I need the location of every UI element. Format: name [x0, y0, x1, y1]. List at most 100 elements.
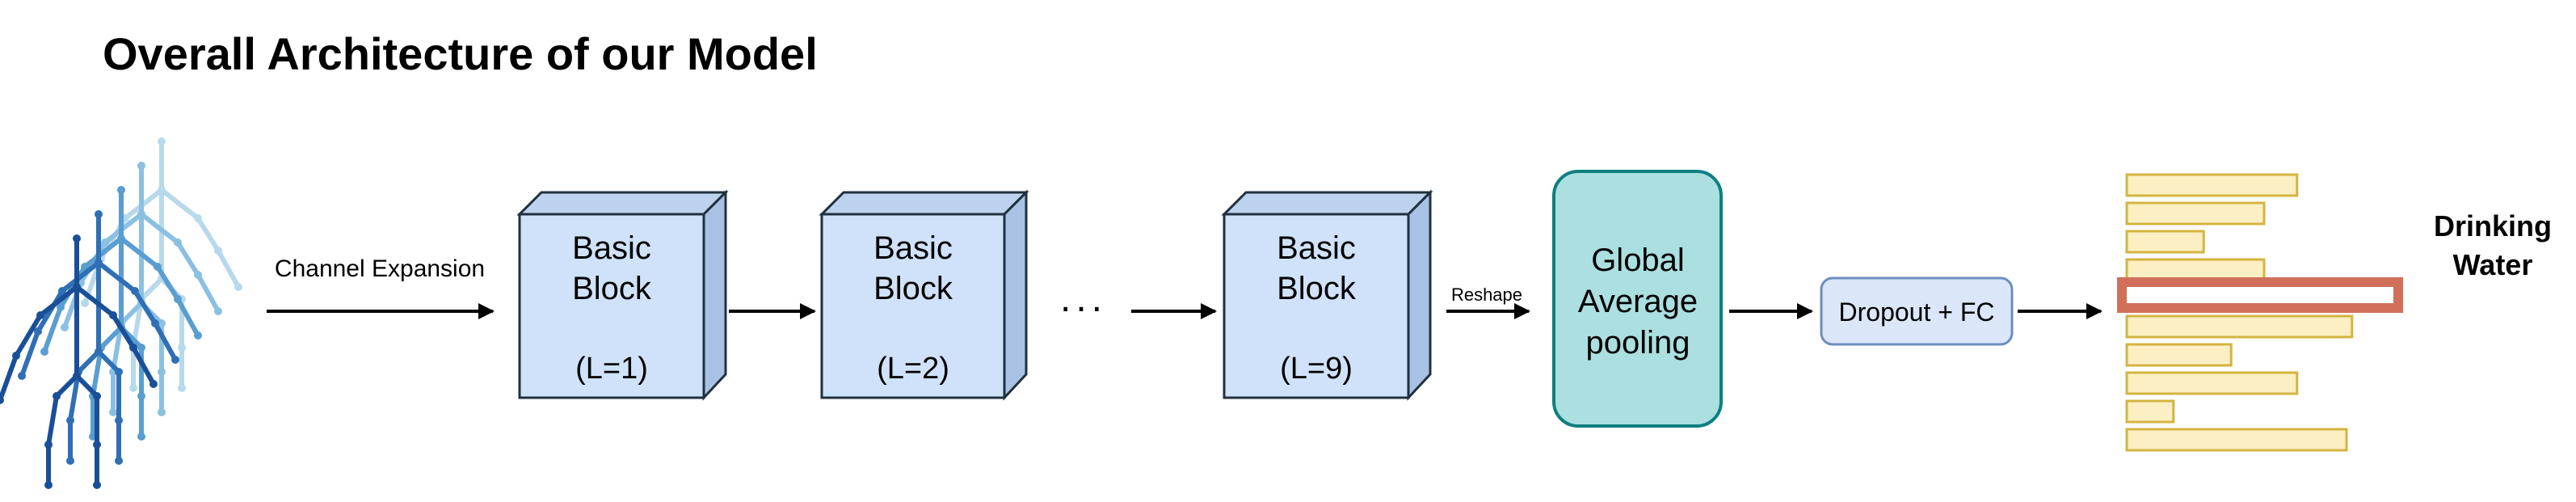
skeleton-joint — [137, 392, 145, 400]
skeleton-joint — [66, 416, 74, 424]
skeleton-joint — [214, 307, 222, 315]
block-label-line1: Basic — [1277, 230, 1356, 266]
skeleton-bone — [196, 216, 221, 253]
skeleton-joint — [66, 457, 74, 465]
skeleton-joint — [95, 348, 103, 356]
cube-side-face — [1407, 189, 1432, 401]
skeleton-joint — [115, 368, 123, 376]
skeleton-joint — [234, 283, 242, 291]
reshape-edge: Reshape — [1446, 285, 1530, 319]
class-score-bars — [2117, 173, 2403, 452]
skeleton-bone — [96, 349, 121, 374]
skeleton-bone — [175, 240, 200, 277]
skeleton-bone — [153, 321, 178, 362]
skeleton-joint — [178, 384, 186, 392]
skeleton-joint — [95, 259, 103, 267]
skeleton-bone — [155, 264, 180, 302]
highlighted-class-bar — [2117, 277, 2403, 313]
skeleton-bone — [19, 329, 40, 378]
skeleton-joint — [137, 344, 145, 352]
gap-label-line2: Average — [1578, 284, 1698, 319]
skeleton-joint — [53, 392, 61, 400]
block-layer-label: (L=9) — [1280, 352, 1353, 386]
skeleton-bone — [38, 285, 79, 318]
skeleton-joint — [214, 247, 222, 255]
block-layer-label: (L=2) — [877, 352, 949, 386]
skeleton-bone — [0, 353, 19, 403]
skeleton-bone — [76, 349, 101, 374]
skeleton-bone — [14, 313, 43, 358]
cube-front-face — [1223, 213, 1410, 399]
block-label-line1: Basic — [873, 230, 953, 266]
dropout-fc-box — [1820, 276, 2014, 346]
skeleton-joint — [40, 348, 48, 356]
diagram-title: Overall Architecture of our Model — [103, 28, 818, 79]
skeleton-joint — [115, 457, 123, 465]
skeleton-joint — [93, 481, 101, 489]
skeleton-bone — [119, 301, 144, 326]
skeleton-joint — [174, 238, 182, 247]
block-label-line2: Block — [572, 271, 652, 306]
skeleton-joint — [18, 372, 26, 380]
skeleton-bone — [111, 313, 136, 350]
basic-block-9: Basic Block (L=9) — [1221, 189, 1433, 401]
cube-front-face — [518, 213, 705, 399]
skeleton-joint — [158, 368, 166, 376]
global-average-pooling-node: Global Average pooling — [1552, 170, 1723, 428]
skeleton-joint — [0, 396, 4, 404]
class-score-bar — [2125, 399, 2175, 424]
skeleton-joint — [95, 210, 103, 218]
skeleton-joint — [151, 319, 159, 327]
ellipsis-label: ... — [1060, 277, 1107, 320]
skeleton-joint — [12, 352, 20, 360]
skeleton-joint — [158, 319, 166, 327]
skeleton-joint — [178, 344, 186, 352]
skeleton-joint — [36, 311, 44, 319]
skeleton-joint — [137, 162, 145, 170]
channel-expansion-edge: Channel Expansion — [267, 255, 495, 319]
skeleton-joint — [93, 392, 101, 400]
skeleton-bone — [68, 369, 81, 423]
skeleton-joint — [174, 295, 182, 303]
prediction-line1: Drinking — [2434, 209, 2552, 243]
block-label-line1: Basic — [572, 230, 651, 266]
skeleton-bone — [74, 373, 99, 399]
skeleton-joint — [129, 384, 137, 392]
skeleton-bone — [131, 345, 156, 386]
cube-top-face — [819, 191, 1029, 216]
skeleton-joint — [61, 323, 69, 331]
skeleton-joint — [158, 137, 166, 146]
basic-block-2: Basic Block (L=2) — [819, 189, 1029, 401]
class-score-bar — [2125, 230, 2205, 254]
cube-front-face — [820, 213, 1006, 399]
class-score-bar — [2125, 343, 2233, 367]
channel-expansion-label: Channel Expansion — [275, 255, 485, 282]
skeleton-joint — [158, 186, 166, 194]
skeleton-bone — [46, 394, 59, 447]
dropout-fc-node: Dropout + FC — [1820, 276, 2014, 346]
reshape-label: Reshape — [1451, 285, 1522, 305]
skeleton-joint — [194, 271, 202, 279]
skeleton-bone — [82, 236, 124, 269]
skeleton-joint — [109, 311, 117, 319]
skeleton-joint — [154, 263, 162, 271]
dropout-fc-label: Dropout + FC — [1839, 297, 1995, 327]
basic-block-1: Basic Block (L=1) — [516, 189, 729, 401]
skeleton-joint — [194, 331, 202, 340]
skeleton-joint — [117, 234, 125, 243]
class-score-bar — [2125, 258, 2266, 282]
skeleton-joint — [171, 356, 179, 364]
skeleton-joint — [73, 234, 81, 243]
skeleton-bone — [74, 285, 116, 318]
skeleton-joint — [194, 214, 202, 222]
class-score-bar — [2125, 201, 2266, 226]
skeleton-bone — [196, 272, 221, 314]
skeleton-joint — [81, 299, 89, 307]
skeleton-bone — [139, 276, 164, 302]
skeleton-joint — [115, 416, 123, 424]
skeleton-bone — [42, 305, 63, 354]
skeleton-bone — [139, 212, 180, 245]
skeleton-bone — [36, 289, 65, 334]
